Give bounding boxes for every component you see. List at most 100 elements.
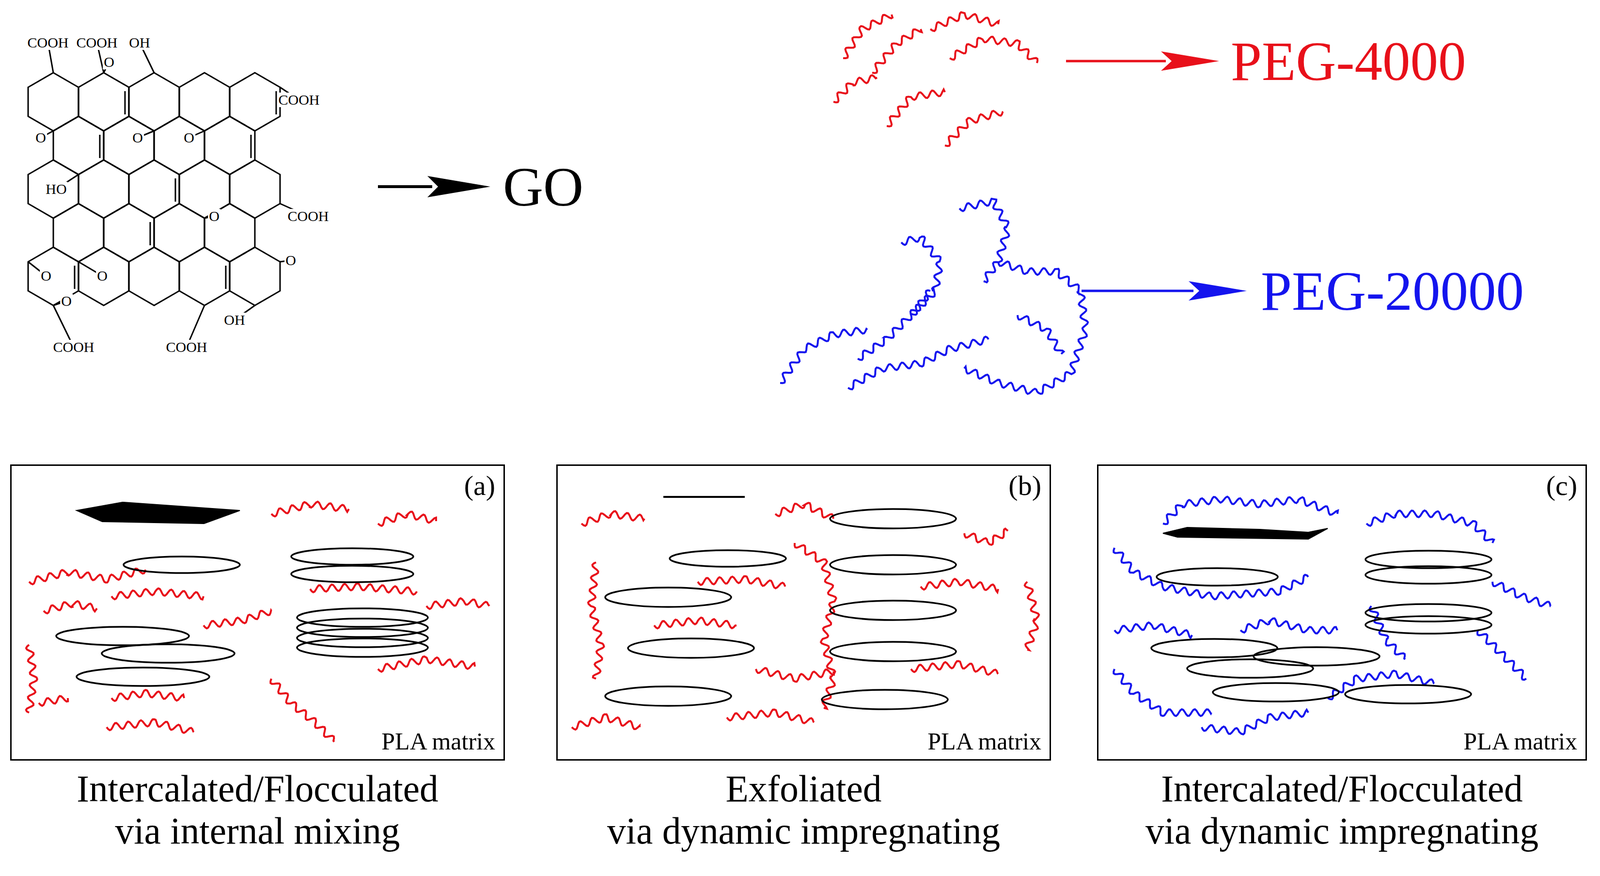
- functional-group: O: [39, 268, 53, 283]
- peg-chains-c: [1113, 496, 1551, 735]
- reaction-arrow: [377, 175, 491, 198]
- functional-group: COOH: [277, 92, 321, 108]
- polymer-chain: [886, 89, 945, 126]
- polymer-chain: [780, 327, 868, 383]
- functional-group: OH: [222, 312, 246, 328]
- go-sheet: [1365, 615, 1492, 634]
- go-sheet: [76, 667, 210, 686]
- polymer-chain: [270, 678, 335, 742]
- carbon-ring: [78, 247, 129, 306]
- polymer-chain: [775, 502, 834, 519]
- go-sheet: [56, 626, 189, 645]
- go-sheet: [821, 689, 948, 709]
- composite-panel: (b)PLA matrixExfoliated via dynamic impr…: [556, 464, 1051, 761]
- double-bond: [98, 134, 101, 158]
- carbon-ring: [204, 116, 255, 175]
- polymer-chain: [310, 583, 417, 595]
- polymer-chain: [794, 542, 837, 709]
- carbon-ring: [179, 159, 230, 219]
- polymer-chain: [847, 336, 989, 390]
- carbon-ring: [229, 247, 281, 306]
- polymer-chain: [203, 610, 272, 628]
- component-label: GO: [501, 158, 585, 215]
- go-sheet: [830, 641, 957, 661]
- go-sheet: [1345, 684, 1472, 704]
- polymer-chain: [1162, 496, 1338, 525]
- polymer-chain: [944, 110, 1004, 146]
- polymer-chain: [843, 14, 893, 59]
- go-sheet: [627, 638, 754, 658]
- functional-group: COOH: [75, 35, 119, 50]
- go-sheet: [291, 548, 414, 565]
- functional-group: O: [182, 130, 196, 145]
- carbon-ring: [154, 116, 205, 175]
- go-sheet: [123, 556, 240, 573]
- functional-group: O: [207, 208, 221, 224]
- functional-group: COOH: [51, 339, 95, 355]
- polymer-chain: [872, 29, 922, 74]
- polymer-chain: [1113, 668, 1212, 716]
- polymer-chain: [1492, 581, 1551, 606]
- go-sheet: [297, 638, 428, 657]
- polymer-chain: [1240, 618, 1338, 634]
- polymer-chain: [111, 689, 185, 701]
- carbon-ring: [179, 72, 230, 131]
- carbon-ring: [53, 116, 104, 175]
- carbon-ring: [78, 159, 129, 219]
- double-bond: [149, 221, 151, 246]
- functional-group: COOH: [164, 339, 208, 355]
- carbon-ring: [103, 203, 155, 262]
- polymer-chain: [930, 12, 999, 32]
- go-flake: [76, 501, 240, 524]
- panel-letter: (b): [1006, 471, 1043, 500]
- polymer-chain: [581, 510, 645, 526]
- functional-group: O: [102, 54, 116, 70]
- double-bond: [174, 178, 176, 202]
- polymer-chain: [697, 576, 785, 589]
- carbon-ring: [229, 72, 281, 131]
- polymer-chain: [1366, 510, 1494, 543]
- polymer-chain: [43, 600, 97, 613]
- polymer-chain: [1114, 622, 1193, 638]
- polymer-chain: [964, 261, 1088, 394]
- polymer-chain: [910, 660, 999, 675]
- go-sheet: [830, 508, 957, 529]
- go-sheet: [605, 686, 732, 706]
- go-sheet: [1253, 646, 1380, 666]
- polymer-chain: [571, 714, 640, 730]
- go-sheet: [1365, 565, 1492, 584]
- double-bond: [250, 134, 252, 158]
- peg4000-chains: [833, 12, 1038, 146]
- go-sheet: [1187, 658, 1314, 678]
- functional-group: OH: [127, 35, 151, 50]
- polymer-chain: [901, 236, 942, 315]
- carbon-ring: [128, 159, 180, 219]
- panel-letter: (c): [1544, 471, 1579, 500]
- go-sheet: [1212, 682, 1339, 702]
- peg-chains-a: [26, 501, 490, 742]
- polymer-chain: [959, 198, 1010, 283]
- panel-caption: Intercalated/Flocculated via dynamic imp…: [1079, 767, 1600, 852]
- peg20000-arrow: [1081, 281, 1247, 301]
- double-bond: [275, 91, 277, 115]
- matrix-label: PLA matrix: [925, 728, 1043, 753]
- go-structure: [28, 42, 309, 347]
- go-sheets: [56, 508, 1492, 709]
- go-sheet: [297, 608, 428, 627]
- carbon-ring: [53, 203, 104, 262]
- go-sheet: [291, 565, 414, 582]
- functional-group: O: [284, 252, 298, 268]
- go-sheet: [830, 554, 957, 575]
- go-flake: [1162, 527, 1328, 539]
- polymer-chain: [26, 644, 38, 713]
- polymer-chain: [755, 667, 834, 682]
- functional-group: HO: [44, 181, 68, 197]
- carbon-ring: [229, 159, 281, 219]
- carbon-ring: [204, 203, 255, 262]
- polymer-chain: [426, 597, 490, 609]
- double-bond: [224, 265, 227, 289]
- carbon-ring: [128, 72, 180, 131]
- polymer-chain: [111, 588, 204, 600]
